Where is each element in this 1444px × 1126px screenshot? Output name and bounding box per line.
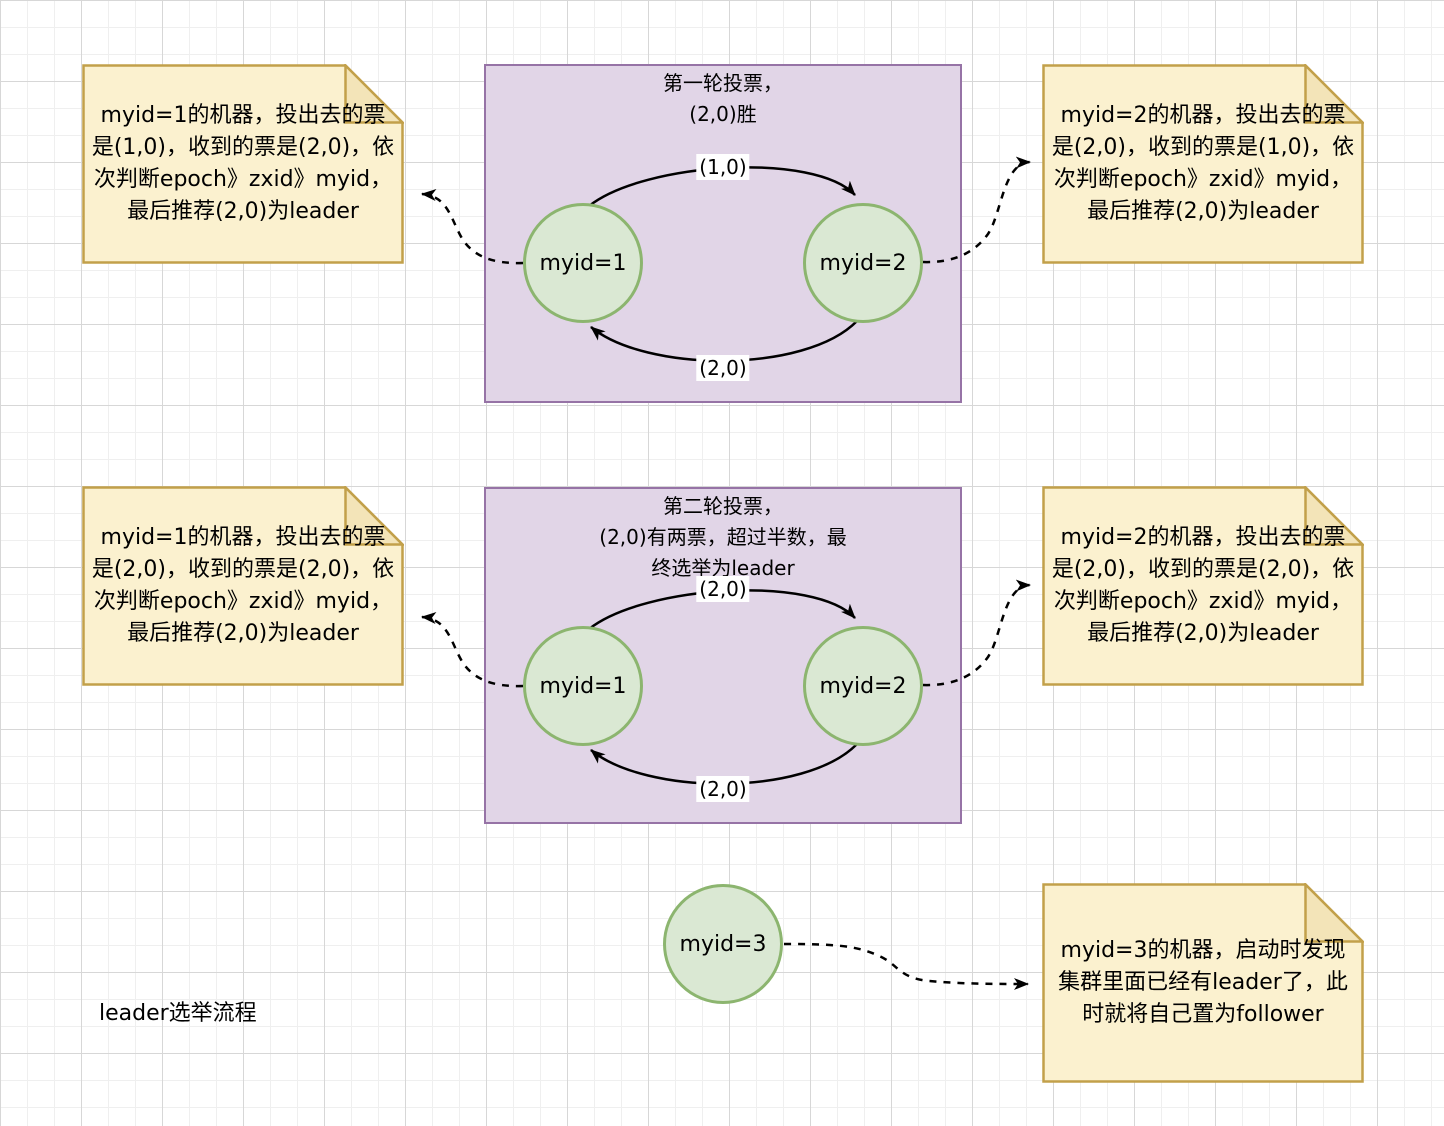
note-line: 集群里面已经有leader了，此 xyxy=(1058,970,1348,995)
note-line: myid=1的机器，投出去的票 xyxy=(100,103,386,128)
vote-box-round2-title: 第二轮投票， (2,0)有两票，超过半数，最 终选举为leader xyxy=(486,491,960,584)
title-line: 第二轮投票， xyxy=(663,494,783,518)
note-line: myid=3的机器，启动时发现 xyxy=(1060,938,1346,963)
note-shape xyxy=(1042,486,1364,686)
note-text: myid=3的机器，启动时发现 集群里面已经有leader了，此 时就将自己置为… xyxy=(1042,883,1364,1083)
note-shape xyxy=(82,486,404,686)
note-line: myid=2的机器，投出去的票 xyxy=(1060,525,1346,550)
edge-label-round1-bottom: (2,0) xyxy=(696,355,750,381)
note-fold-corner xyxy=(1304,883,1364,943)
note-round1-myid2: myid=2的机器，投出去的票 是(2,0)，收到的票是(1,0)，依 次判断e… xyxy=(1042,64,1364,264)
node-round2-myid1: myid=1 xyxy=(523,626,643,746)
note-line: 是(1,0)，收到的票是(2,0)，依 xyxy=(91,135,395,160)
note-fold-corner xyxy=(1304,64,1364,124)
note-round2-myid2: myid=2的机器，投出去的票 是(2,0)，收到的票是(2,0)，依 次判断e… xyxy=(1042,486,1364,686)
edge-label-round1-top: (1,0) xyxy=(696,154,750,180)
diagram-title: leader选举流程 xyxy=(99,1001,257,1026)
node-label: myid=2 xyxy=(819,673,907,699)
title-line: 第一轮投票， xyxy=(663,71,783,95)
node-label: myid=1 xyxy=(539,673,627,699)
note-line: 次判断epoch》zxid》myid， xyxy=(93,589,393,614)
note-shape xyxy=(1042,64,1364,264)
title-line: (2,0)有两票，超过半数，最 xyxy=(599,525,847,549)
note-shape xyxy=(1042,883,1364,1083)
edge-label-round2-bottom: (2,0) xyxy=(696,776,750,802)
node-round1-myid2: myid=2 xyxy=(803,203,923,323)
edge-label-round2-top: (2,0) xyxy=(696,576,750,602)
note-line: myid=1的机器，投出去的票 xyxy=(100,525,386,550)
note-fold-corner xyxy=(344,486,404,546)
note-line: myid=2的机器，投出去的票 xyxy=(1060,103,1346,128)
note-line: 最后推荐(2,0)为leader xyxy=(127,199,359,224)
note-text: myid=2的机器，投出去的票 是(2,0)，收到的票是(2,0)，依 次判断e… xyxy=(1042,486,1364,686)
note-line: 次判断epoch》zxid》myid， xyxy=(1053,167,1353,192)
note-line: 最后推荐(2,0)为leader xyxy=(1087,199,1319,224)
node-label: myid=3 xyxy=(679,931,767,957)
connector-myid3-note xyxy=(783,942,1029,990)
note-myid3: myid=3的机器，启动时发现 集群里面已经有leader了，此 时就将自己置为… xyxy=(1042,883,1364,1083)
node-label: myid=1 xyxy=(539,250,627,276)
note-line: 是(2,0)，收到的票是(2,0)，依 xyxy=(1051,557,1355,582)
note-text: myid=2的机器，投出去的票 是(2,0)，收到的票是(1,0)，依 次判断e… xyxy=(1042,64,1364,264)
note-line: 次判断epoch》zxid》myid， xyxy=(93,167,393,192)
note-line: 最后推荐(2,0)为leader xyxy=(1087,621,1319,646)
note-round2-myid1: myid=1的机器，投出去的票 是(2,0)，收到的票是(2,0)，依 次判断e… xyxy=(82,486,404,686)
vote-box-round1-title: 第一轮投票， (2,0)胜 xyxy=(486,68,960,130)
note-fold-corner xyxy=(1304,486,1364,546)
note-line: 最后推荐(2,0)为leader xyxy=(127,621,359,646)
note-text: myid=1的机器，投出去的票 是(1,0)，收到的票是(2,0)，依 次判断e… xyxy=(82,64,404,264)
note-line: 次判断epoch》zxid》myid， xyxy=(1053,589,1353,614)
node-round2-myid2: myid=2 xyxy=(803,626,923,746)
note-line: 时就将自己置为follower xyxy=(1082,1002,1324,1027)
note-round1-myid1: myid=1的机器，投出去的票 是(1,0)，收到的票是(2,0)，依 次判断e… xyxy=(82,64,404,264)
note-fold-corner xyxy=(344,64,404,124)
note-text: myid=1的机器，投出去的票 是(2,0)，收到的票是(2,0)，依 次判断e… xyxy=(82,486,404,686)
title-line: (2,0)胜 xyxy=(689,102,757,126)
note-line: 是(2,0)，收到的票是(1,0)，依 xyxy=(1051,135,1355,160)
node-label: myid=2 xyxy=(819,250,907,276)
note-shape xyxy=(82,64,404,264)
node-myid3: myid=3 xyxy=(663,884,783,1004)
note-line: 是(2,0)，收到的票是(2,0)，依 xyxy=(91,557,395,582)
node-round1-myid1: myid=1 xyxy=(523,203,643,323)
